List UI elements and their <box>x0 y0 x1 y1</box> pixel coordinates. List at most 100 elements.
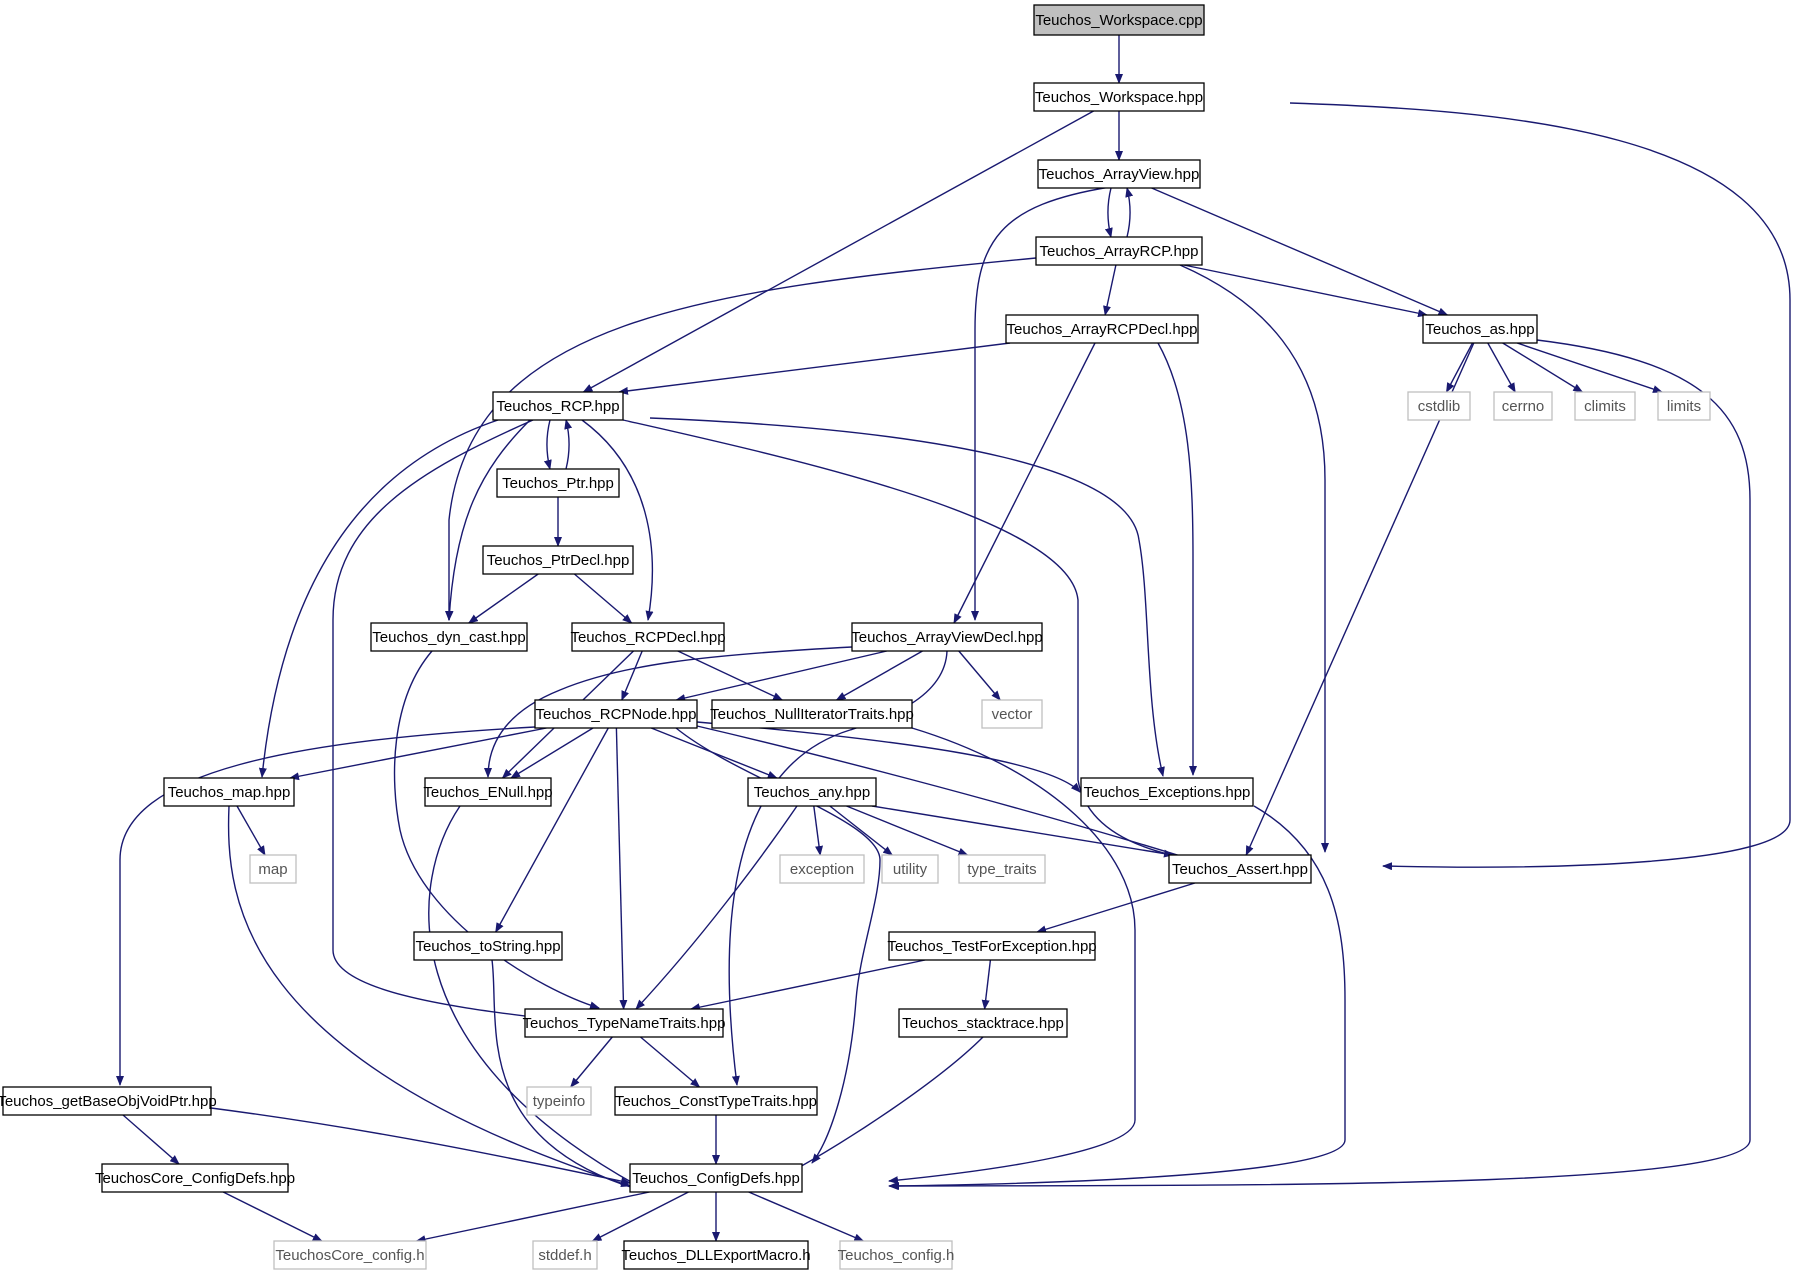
node-label: Teuchos_stacktrace.hpp <box>902 1015 1064 1032</box>
node-rcpdecl[interactable]: Teuchos_RCPDecl.hpp <box>570 622 726 652</box>
node-dyncast[interactable]: Teuchos_dyn_cast.hpp <box>370 622 528 652</box>
node-dllexport[interactable]: Teuchos_DLLExportMacro.h <box>621 1240 811 1270</box>
node-typeinfo: typeinfo <box>526 1086 592 1116</box>
node-box <box>898 1008 1068 1038</box>
node-label: type_traits <box>967 861 1036 878</box>
edge-map_hpp-to-map <box>236 805 266 856</box>
node-box <box>273 1240 427 1270</box>
node-ptr[interactable]: Teuchos_Ptr.hpp <box>496 468 620 498</box>
node-box <box>532 1240 598 1270</box>
edge-dyncast-to-typenametraits <box>393 650 600 1010</box>
edge-typenametraits-to-consttypetraits <box>640 1036 701 1088</box>
node-typenametraits[interactable]: Teuchos_TypeNameTraits.hpp <box>523 1008 726 1038</box>
edge-configdefs-to-coreconfig <box>415 1191 650 1244</box>
node-as[interactable]: Teuchos_as.hpp <box>1422 314 1538 344</box>
node-label: Teuchos_Assert.hpp <box>1172 861 1308 878</box>
node-rcp[interactable]: Teuchos_RCP.hpp <box>492 391 624 421</box>
node-nulliter[interactable]: Teuchos_NullIteratorTraits.hpp <box>710 699 914 729</box>
node-map_hpp[interactable]: Teuchos_map.hpp <box>163 777 295 807</box>
node-box <box>413 931 563 961</box>
node-tostring[interactable]: Teuchos_toString.hpp <box>413 931 563 961</box>
node-label: Teuchos_config.h <box>838 1247 955 1264</box>
edge-arrayrcpdecl-to-rcp <box>618 342 1011 395</box>
node-limits: limits <box>1657 391 1711 421</box>
edge-stacktrace-to-configdefs <box>779 1036 984 1179</box>
edge-map_hpp-to-configdefs <box>227 805 631 1188</box>
node-label: Teuchos_ENull.hpp <box>423 784 552 801</box>
node-label: TeuchosCore_ConfigDefs.hpp <box>95 1170 295 1187</box>
node-configdefs[interactable]: Teuchos_ConfigDefs.hpp <box>629 1163 803 1193</box>
edge-rcp-to-map_hpp <box>258 419 499 778</box>
edge-arrayviewdecl-to-rcpnode <box>675 650 887 702</box>
edge-nulliter-to-configdefs <box>888 727 1136 1185</box>
node-label: Teuchos_TestForException.hpp <box>887 938 1096 955</box>
node-arrayrcp[interactable]: Teuchos_ArrayRCP.hpp <box>1035 236 1203 266</box>
edge-configdefs-to-stddef <box>591 1191 689 1242</box>
edge-arrayrcp-to-arrayview <box>1125 187 1134 238</box>
node-label: TeuchosCore_config.h <box>275 1247 424 1264</box>
node-stacktrace[interactable]: Teuchos_stacktrace.hpp <box>898 1008 1068 1038</box>
node-box <box>370 622 528 652</box>
node-any[interactable]: Teuchos_any.hpp <box>747 777 877 807</box>
node-label: Teuchos_RCP.hpp <box>496 398 619 415</box>
node-testforexc[interactable]: Teuchos_TestForException.hpp <box>887 931 1097 961</box>
node-cerrno: cerrno <box>1493 391 1553 421</box>
node-assert[interactable]: Teuchos_Assert.hpp <box>1168 854 1312 884</box>
edge-rcpdecl-to-nulliter <box>677 650 784 701</box>
node-box <box>1168 854 1312 884</box>
node-box <box>981 699 1043 729</box>
edge-ptr-to-rcp <box>564 419 573 470</box>
node-label: exception <box>790 861 854 878</box>
node-rcpnode[interactable]: Teuchos_RCPNode.hpp <box>534 699 698 729</box>
edge-any-to-type_traits <box>846 805 969 856</box>
node-box <box>1493 391 1553 421</box>
node-arrayviewdecl[interactable]: Teuchos_ArrayViewDecl.hpp <box>851 622 1043 652</box>
node-arrayrcpdecl[interactable]: Teuchos_ArrayRCPDecl.hpp <box>1005 314 1199 344</box>
edge-rcp-to-assert <box>622 419 1241 869</box>
edge-getbaseobj-to-coreconfigdefs <box>122 1114 180 1165</box>
node-box <box>1005 314 1199 344</box>
node-ptrdecl[interactable]: Teuchos_PtrDecl.hpp <box>482 545 634 575</box>
node-box <box>779 854 865 884</box>
node-box <box>492 391 624 421</box>
node-arrayview[interactable]: Teuchos_ArrayView.hpp <box>1037 159 1201 189</box>
node-label: Teuchos_ArrayRCP.hpp <box>1040 243 1199 260</box>
node-box <box>1033 4 1205 36</box>
node-label: Teuchos_toString.hpp <box>415 938 560 955</box>
node-box <box>424 777 552 807</box>
node-box <box>614 1086 818 1116</box>
node-box <box>1422 314 1538 344</box>
edge-any-to-exception <box>813 805 824 856</box>
node-enull[interactable]: Teuchos_ENull.hpp <box>423 777 553 807</box>
edges-layer <box>116 35 1791 1244</box>
node-exceptions[interactable]: Teuchos_Exceptions.hpp <box>1080 777 1254 807</box>
node-label: Teuchos_ArrayRCPDecl.hpp <box>1007 321 1198 338</box>
node-getbaseobj[interactable]: Teuchos_getBaseObjVoidPtr.hpp <box>0 1086 217 1116</box>
node-label: limits <box>1667 398 1701 415</box>
edge-as-to-assert <box>1245 342 1475 856</box>
node-box <box>851 622 1043 652</box>
node-box <box>1033 82 1205 112</box>
node-workspace_hpp[interactable]: Teuchos_Workspace.hpp <box>1033 82 1205 112</box>
node-box <box>1037 159 1201 189</box>
edge-assert-to-testforexc <box>1036 882 1196 934</box>
node-label: Teuchos_ConfigDefs.hpp <box>632 1170 800 1187</box>
edge-testforexc-to-stacktrace <box>981 959 992 1010</box>
node-box <box>571 622 725 652</box>
node-consttypetraits[interactable]: Teuchos_ConstTypeTraits.hpp <box>614 1086 818 1116</box>
node-box <box>2 1086 212 1116</box>
node-coreconfigdefs[interactable]: TeuchosCore_ConfigDefs.hpp <box>95 1163 295 1193</box>
node-label: Teuchos_ConstTypeTraits.hpp <box>615 1093 817 1110</box>
edge-arrayrcp-to-dyncast <box>445 257 1037 621</box>
edge-arrayview-to-as <box>1151 187 1449 316</box>
node-label: stddef.h <box>538 1247 591 1264</box>
edge-configdefs-to-config_h <box>748 1191 865 1242</box>
edge-workspace_hpp-to-assert <box>1289 102 1791 871</box>
edge-ptrdecl-to-rcpdecl <box>573 573 633 624</box>
node-box <box>101 1163 289 1193</box>
node-label: Teuchos_Ptr.hpp <box>502 475 614 492</box>
node-box <box>711 699 913 729</box>
edge-arrayrcp-to-as <box>1183 264 1428 318</box>
node-workspace_cpp[interactable]: Teuchos_Workspace.cpp <box>1033 4 1205 36</box>
